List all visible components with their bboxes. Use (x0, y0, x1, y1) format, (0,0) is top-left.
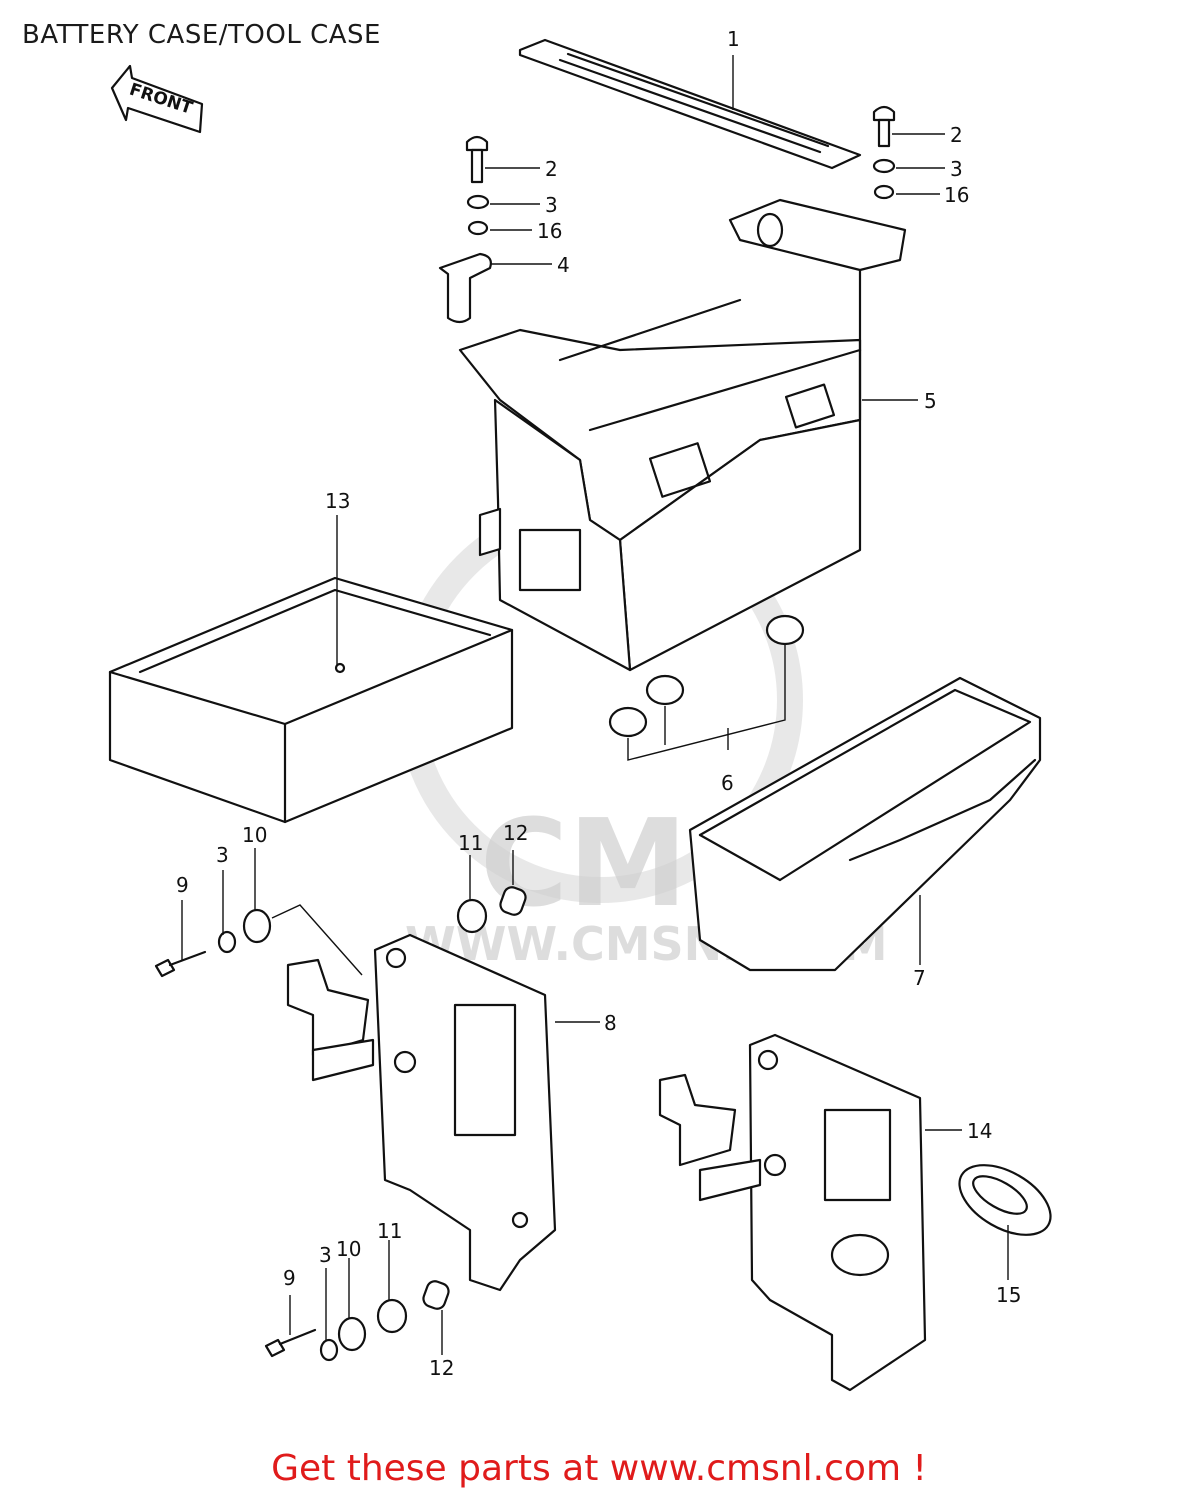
diagram-title: BATTERY CASE/TOOL CASE (22, 20, 381, 50)
callout-12-lower: 12 (429, 1356, 454, 1380)
part-7-tool-case (688, 676, 1042, 972)
callout-5: 5 (924, 389, 937, 413)
callout-12-upper: 12 (503, 821, 528, 845)
grommet-11-lower (376, 1298, 408, 1334)
collar-12-lower (422, 1280, 450, 1310)
washer-3-lower (319, 1338, 339, 1362)
callout-3-left: 3 (545, 193, 558, 217)
callout-10-lower: 10 (336, 1237, 361, 1261)
callout-labels: 1 2 3 16 2 3 16 4 5 6 7 8 13 9 3 10 11 1… (176, 27, 1021, 1380)
spacer-10-upper (242, 908, 272, 944)
callout-2-left: 2 (545, 157, 558, 181)
part-15-grommet (958, 1164, 1052, 1236)
footer-link[interactable]: Get these parts at www.cmsnl.com ! (271, 1448, 927, 1489)
callout-6: 6 (721, 771, 734, 795)
callout-9-lower: 9 (283, 1266, 296, 1290)
part-6-rubber-pads (608, 614, 805, 738)
fastener-group-upper (154, 886, 527, 978)
bolt-2-left (465, 135, 489, 184)
washer-3-right (872, 158, 896, 174)
callout-11-upper: 11 (458, 831, 483, 855)
bolt-9-upper (154, 958, 176, 978)
grommet-11-upper (456, 898, 488, 934)
callout-7: 7 (913, 966, 926, 990)
callout-16-left: 16 (537, 219, 562, 243)
callout-3-upper: 3 (216, 843, 229, 867)
part-5-battery-case (458, 198, 907, 672)
callout-3-lower: 3 (319, 1243, 332, 1267)
front-arrow-icon: FRONT (110, 64, 204, 134)
callout-9-upper: 9 (176, 873, 189, 897)
callout-16-right: 16 (944, 183, 969, 207)
washer-3-upper (217, 930, 237, 954)
part-8-mounting-plate (286, 933, 557, 1292)
washer-3-left (466, 194, 490, 210)
callout-1: 1 (727, 27, 740, 51)
fastener-group-lower (264, 1280, 450, 1362)
collar-12-upper (499, 886, 527, 916)
callout-4: 4 (557, 253, 570, 277)
callout-10-upper: 10 (242, 823, 267, 847)
bolt-2-right (872, 105, 896, 148)
part-4-bracket (438, 252, 492, 324)
callout-14: 14 (967, 1119, 992, 1143)
callout-3-right: 3 (950, 157, 963, 181)
nut-16-right (873, 184, 895, 200)
spacer-10-lower (337, 1316, 367, 1352)
callout-15: 15 (996, 1283, 1021, 1307)
part-14-mounting-plate (658, 1033, 927, 1392)
callout-13: 13 (325, 489, 350, 513)
leader-lines (181, 55, 1009, 1355)
callout-2-right: 2 (950, 123, 963, 147)
nut-16-left (467, 220, 489, 236)
part-13-battery-tray (108, 576, 514, 824)
callout-8: 8 (604, 1011, 617, 1035)
part-1-strap (518, 38, 862, 170)
callout-11-lower: 11 (377, 1219, 402, 1243)
